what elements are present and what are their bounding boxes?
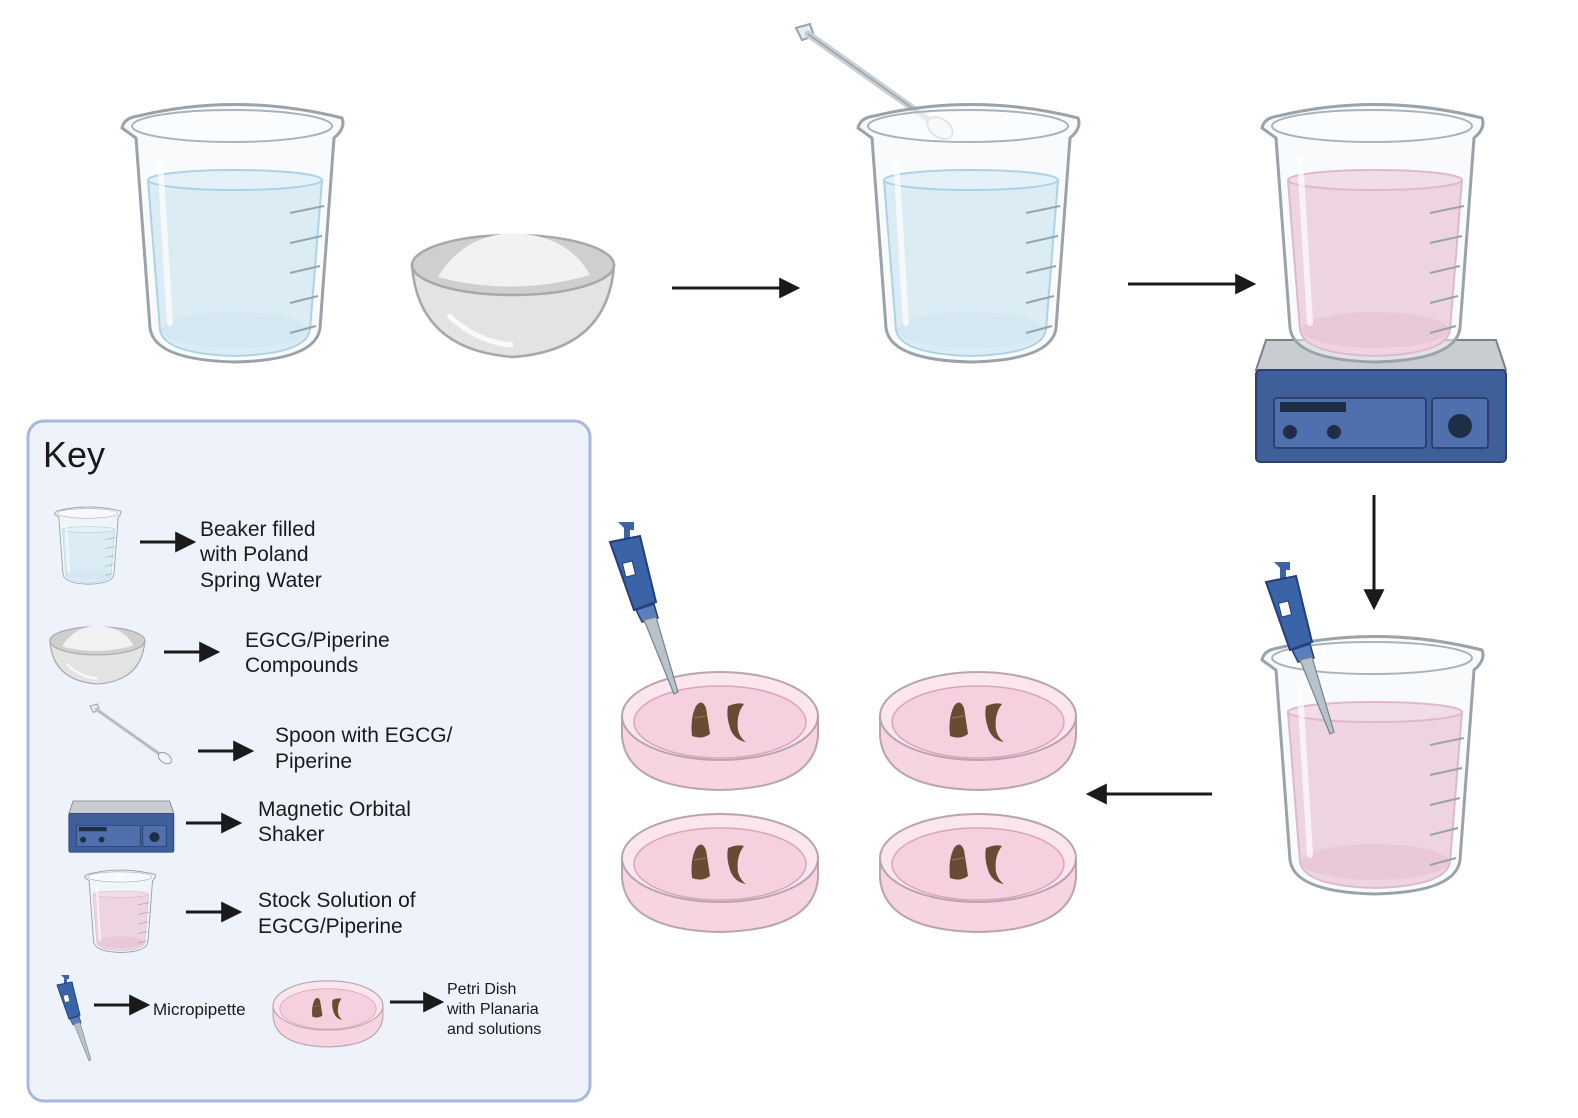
petri-dish-icon — [879, 813, 1077, 933]
key-compounds-label: EGCG/Piperine Compounds — [245, 629, 396, 677]
key-petri-label: Petri Dish with Planaria and solutions — [446, 981, 543, 1038]
petri-dish-icon — [879, 671, 1077, 791]
beaker-stock-solution-icon — [83, 869, 157, 954]
beaker-water-icon — [53, 506, 122, 586]
beaker-water-with-spoon-icon — [858, 104, 1079, 362]
key-panel: Key Beaker filled with Poland Spring Wat… — [26, 419, 592, 1103]
key-shaker-label: Magnetic Orbital Shaker — [258, 798, 417, 846]
key-stock-label: Stock Solution of EGCG/Piperine — [258, 889, 421, 938]
key-micropipette-label: Micropipette — [153, 1000, 246, 1019]
key-spoon-label: Spoon with EGCG/ Piperine — [275, 724, 458, 773]
micropipette-icon — [609, 521, 679, 695]
petri-dish-icon — [621, 813, 819, 933]
key-beaker-label: Beaker filled with Poland Spring Water — [199, 518, 322, 592]
shaker-icon — [68, 800, 175, 853]
petri-dish-icon — [621, 671, 819, 791]
bowl-compounds-icon — [412, 233, 614, 357]
beaker-stock-solution-icon — [1262, 104, 1483, 362]
beaker-water-icon — [122, 104, 343, 362]
beaker-stock-solution-icon — [1262, 636, 1483, 894]
key-title: Key — [43, 434, 105, 475]
petri-dish-icon — [272, 980, 384, 1048]
